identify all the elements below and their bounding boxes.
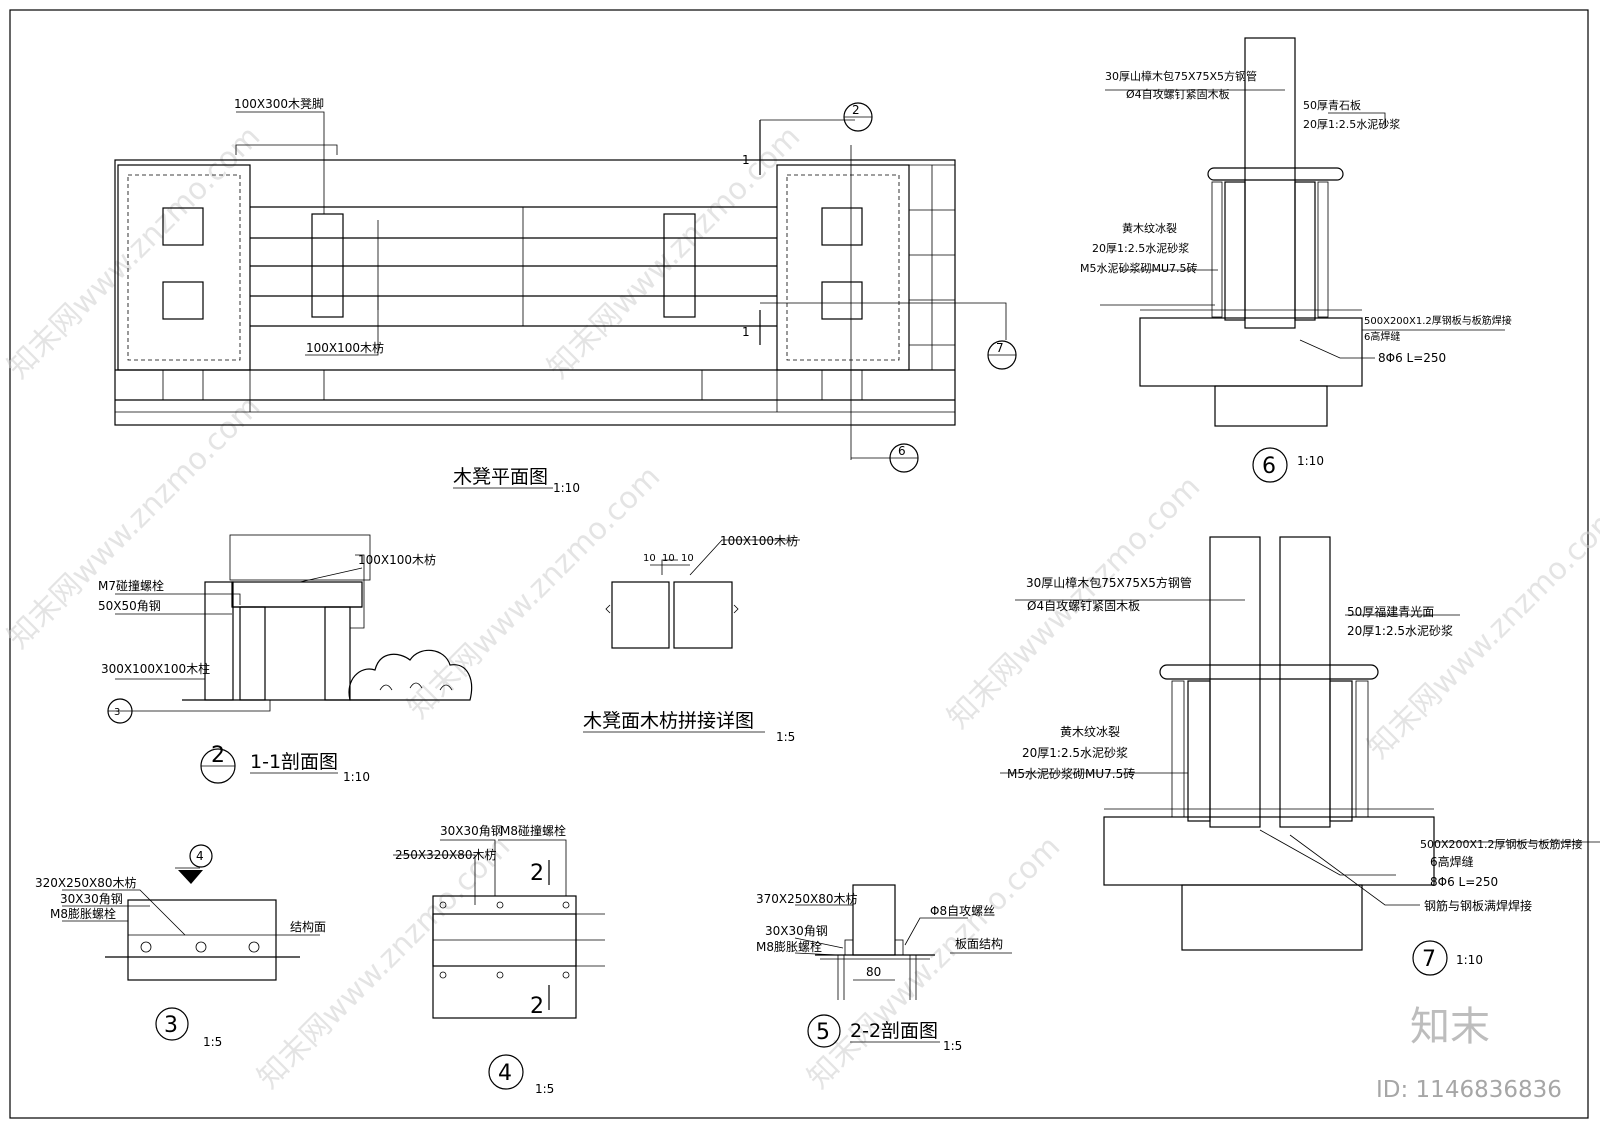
d7-label-crackle: 黄木纹冰裂 [1060, 725, 1120, 739]
brand-watermark: 知末 [1410, 1004, 1490, 1050]
bench-plan [114, 102, 1017, 473]
detail-7 [1000, 536, 1600, 976]
d7-label-mortar: 20厚1:2.5水泥砂浆 [1022, 745, 1128, 760]
plan-cut-mark-bottom: 1 [742, 325, 750, 339]
d6-label-plate: 500X200X1.2厚钢板与板筋焊接 [1364, 314, 1512, 327]
detail-4 [393, 839, 605, 1090]
plan-cut-mark-top: 1 [742, 153, 750, 167]
s22-dim-80: 80 [866, 965, 881, 979]
detail-6 [1100, 37, 1505, 483]
d7-label-rebar: 8Φ6 L=250 [1430, 875, 1498, 889]
label-section-beam: 100X100木枋 [358, 552, 436, 567]
d6-label-rebar: 8Φ6 L=250 [1378, 351, 1446, 365]
id-watermark: ID: 1146836836 [1376, 1077, 1562, 1103]
plan-scale: 1:10 [553, 481, 580, 495]
d7-label-brick: M5水泥砂浆砌MU7.5砖 [1007, 766, 1135, 781]
label-plan-beam: 100X100木枋 [306, 340, 384, 355]
d6-label-crackle: 黄木纹冰裂 [1122, 221, 1177, 235]
s22-title: 2-2剖面图 [850, 1020, 938, 1042]
d7-label-screw: Ø4自攻螺钉紧固木板 [1027, 599, 1140, 613]
s22-label-angle: 30X30角钢 [765, 924, 828, 938]
d4-label-wood: 250X320X80木枋 [395, 847, 497, 862]
d6-label-mortar: 20厚1:2.5水泥砂浆 [1092, 241, 1189, 255]
label-angle-steel: 50X50角钢 [98, 599, 161, 613]
s22-label-screw: Φ8自攻螺丝 [930, 904, 995, 918]
d6-label-screw: Ø4自攻螺钉紧固木板 [1126, 87, 1230, 101]
d6-marker: 6 [1262, 454, 1276, 479]
d7-label-mortar-top: 20厚1:2.5水泥砂浆 [1347, 623, 1453, 638]
plan-title: 木凳平面图 [453, 466, 548, 488]
d3-marker: 3 [164, 1013, 178, 1038]
joint-title: 木凳面木枋拼接详图 [583, 710, 754, 732]
s22-label-wood: 370X250X80木枋 [756, 891, 858, 906]
d6-label-weld: 6高焊缝 [1364, 330, 1400, 343]
joint-scale: 1:5 [776, 730, 795, 744]
d3-label-bolt: M8膨胀螺栓 [50, 906, 116, 921]
d7-scale: 1:10 [1456, 953, 1483, 967]
s22-label-bolt: M8膨胀螺栓 [756, 939, 822, 954]
d6-label-stone: 50厚青石板 [1303, 98, 1361, 112]
plan-marker-2: 2 [852, 103, 860, 117]
d3-ref-marker: 4 [196, 849, 204, 863]
svg-text:知末网www.znzmo.com: 知末网www.znzmo.com [1, 389, 267, 655]
svg-text:知末网www.znzmo.com: 知末网www.znzmo.com [541, 119, 807, 385]
svg-text:知末网www.znzmo.com: 知末网www.znzmo.com [251, 829, 517, 1095]
label-bench-leg: 100X300木凳脚 [234, 96, 324, 111]
d3-scale: 1:5 [203, 1035, 222, 1049]
joint-dim-2: 10 [662, 553, 675, 564]
d6-label-mortar-top: 20厚1:2.5水泥砂浆 [1303, 117, 1400, 131]
section-1-1 [107, 534, 473, 784]
joint-label-beam: 100X100木枋 [720, 533, 798, 548]
d4-cut-top: 2 [530, 861, 544, 886]
label-m7-bolt: M7碰撞螺栓 [98, 578, 164, 593]
detail-3 [62, 844, 320, 1041]
d7-label-wood-steel: 30厚山樟木包75X75X5方钢管 [1026, 575, 1192, 590]
d6-label-brick: M5水泥砂浆砌MU7.5砖 [1080, 261, 1198, 275]
d4-scale: 1:5 [535, 1082, 554, 1096]
plan-marker-6: 6 [898, 444, 906, 458]
svg-text:知末网www.znzmo.com: 知末网www.znzmo.com [801, 829, 1067, 1095]
section11-marker: 2 [211, 743, 225, 768]
s22-scale: 1:5 [943, 1039, 962, 1053]
d4-marker: 4 [498, 1061, 512, 1086]
d7-label-full-weld: 钢筋与钢板满焊焊接 [1424, 898, 1532, 913]
d7-label-weld: 6高焊缝 [1430, 854, 1474, 869]
s22-label-panel: 板面结构 [955, 936, 1003, 951]
label-wood-post: 300X100X100木柱 [101, 661, 210, 676]
d7-label-stone: 50厚福建青光面 [1347, 604, 1434, 619]
section11-title: 1-1剖面图 [250, 751, 338, 773]
plan-marker-7: 7 [996, 341, 1004, 355]
d7-label-plate: 500X200X1.2厚钢板与板筋焊接 [1420, 837, 1583, 851]
joint-dim-1: 10 [643, 553, 656, 564]
section11-ref-marker: 3 [114, 707, 120, 718]
svg-text:知末网www.znzmo.com: 知末网www.znzmo.com [401, 459, 667, 725]
section-2-2 [794, 884, 1012, 1048]
joint-dim-3: 10 [681, 553, 694, 564]
section11-scale: 1:10 [343, 770, 370, 784]
d7-marker: 7 [1422, 947, 1436, 972]
d4-label-angle: 30X30角钢 [440, 824, 503, 838]
d3-label-angle: 30X30角钢 [60, 892, 123, 906]
d4-cut-bottom: 2 [530, 994, 544, 1019]
d3-label-wood: 320X250X80木枋 [35, 875, 137, 890]
s22-marker: 5 [816, 1020, 830, 1045]
sheet-border [9, 9, 1589, 1119]
d3-label-structure: 结构面 [290, 919, 326, 934]
d6-scale: 1:10 [1297, 454, 1324, 468]
d4-label-bolt: M8碰撞螺栓 [500, 823, 566, 838]
joint-detail [605, 539, 800, 649]
svg-text:知末网www.znzmo.com: 知末网www.znzmo.com [1, 119, 267, 385]
d6-label-wood-steel: 30厚山樟木包75X75X5方钢管 [1105, 69, 1257, 83]
